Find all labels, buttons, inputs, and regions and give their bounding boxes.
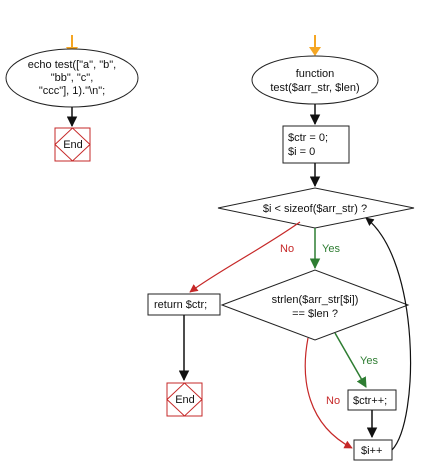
- return-text: return $ctr;: [154, 299, 207, 311]
- loop-condition-text: $i < sizeof($arr_str) ?: [263, 203, 367, 215]
- inner-no-label: No: [326, 395, 340, 407]
- i-increment-text: $i++: [361, 445, 382, 457]
- end-label-main: End: [175, 394, 195, 406]
- call-line-2: "bb", "c",: [51, 72, 94, 84]
- edge-loop-no: [189, 221, 301, 293]
- call-line-1: echo test(["a", "b",: [28, 59, 116, 71]
- loop-yes-label: Yes: [322, 243, 340, 255]
- end-label-left: End: [63, 139, 83, 151]
- edge-inner-yes: [334, 332, 367, 388]
- inner-yes-label: Yes: [360, 355, 378, 367]
- loop-condition-node: [217, 187, 415, 229]
- call-line-3: "ccc"], 1)."\n";: [39, 85, 105, 97]
- loop-no-label: No: [280, 243, 294, 255]
- end-node-main: End: [166, 382, 203, 417]
- inner-condition-line-1: strlen($arr_str[$i]): [272, 294, 359, 306]
- ctr-increment-text: $ctr++;: [353, 395, 387, 407]
- function-node: [251, 55, 379, 105]
- edge-inner-no: [304, 337, 353, 449]
- function-line-2: test($arr_str, $len): [270, 82, 359, 94]
- function-line-1: function: [296, 68, 335, 80]
- inner-condition-node: [220, 269, 410, 341]
- start-arrow-main: [309, 35, 321, 56]
- edge-loop-back: [365, 217, 412, 451]
- init-line-2: $i = 0: [288, 146, 315, 158]
- init-line-1: $ctr = 0;: [288, 132, 328, 144]
- inner-condition-line-2: == $len ?: [292, 308, 338, 320]
- init-node: [282, 125, 350, 164]
- end-node-left: End: [54, 127, 91, 162]
